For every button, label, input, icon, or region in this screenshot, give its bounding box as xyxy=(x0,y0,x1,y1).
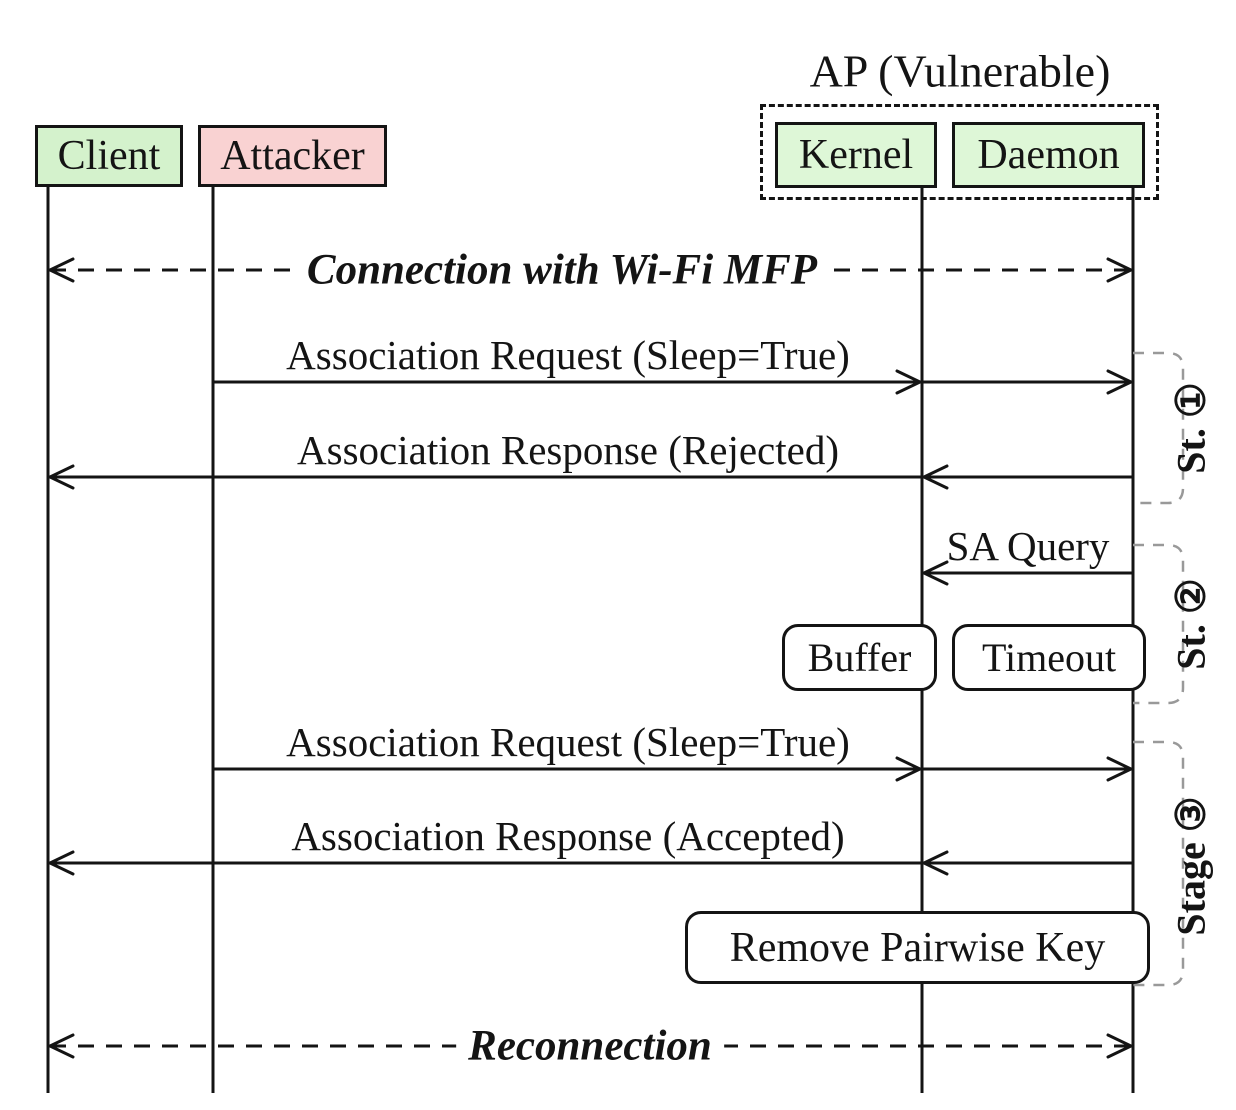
ap-group-box xyxy=(760,104,1159,200)
message-label-assoc-request-1: Association Request (Sleep=True) xyxy=(286,332,850,378)
arrowhead-sa-query-kernel xyxy=(920,560,949,586)
note-timeout: Timeout xyxy=(952,624,1146,691)
arrowhead-connection-daemon xyxy=(1106,257,1135,283)
ap-group-label: AP (Vulnerable) xyxy=(809,45,1111,97)
arrowhead-assoc-response-rejected-client xyxy=(46,464,75,490)
arrowhead-connection-client xyxy=(46,257,75,283)
note-remove-pairwise-key: Remove Pairwise Key xyxy=(685,911,1150,984)
message-label-reconnection: Reconnection xyxy=(456,1021,724,1071)
actor-box-attacker: Attacker xyxy=(198,125,387,187)
arrowhead-assoc-response-rejected-kernel xyxy=(920,464,949,490)
arrowhead-reconnection-daemon xyxy=(1106,1033,1135,1059)
arrowhead-assoc-response-accepted-kernel xyxy=(920,850,949,876)
actor-box-kernel: Kernel xyxy=(775,122,937,188)
note-buffer: Buffer xyxy=(782,624,937,691)
stage-bracket-3 xyxy=(1133,740,1185,987)
stage-bracket-1 xyxy=(1133,351,1185,505)
message-label-assoc-response-accepted: Association Response (Accepted) xyxy=(291,813,845,859)
actor-box-daemon: Daemon xyxy=(952,122,1145,188)
message-label-assoc-response-rejected: Association Response (Rejected) xyxy=(297,427,839,473)
arrowhead-assoc-request-1-kernel xyxy=(895,369,924,395)
stage-label-1: St. ① xyxy=(1168,382,1214,474)
stage-bracket-2 xyxy=(1133,543,1185,705)
message-label-sa-query: SA Query xyxy=(946,523,1110,569)
stage-label-3: Stage ③ xyxy=(1168,796,1214,936)
actor-box-client: Client xyxy=(35,125,183,187)
message-label-assoc-request-2: Association Request (Sleep=True) xyxy=(286,719,850,765)
arrowhead-assoc-request-1-daemon xyxy=(1106,369,1135,395)
arrowhead-assoc-request-2-kernel xyxy=(895,756,924,782)
arrowhead-assoc-response-accepted-client xyxy=(46,850,75,876)
arrowhead-assoc-request-2-daemon xyxy=(1106,756,1135,782)
message-label-connection: Connection with Wi-Fi MFP xyxy=(294,245,830,295)
stage-label-2: St. ② xyxy=(1168,578,1214,670)
arrowhead-reconnection-client xyxy=(46,1033,75,1059)
